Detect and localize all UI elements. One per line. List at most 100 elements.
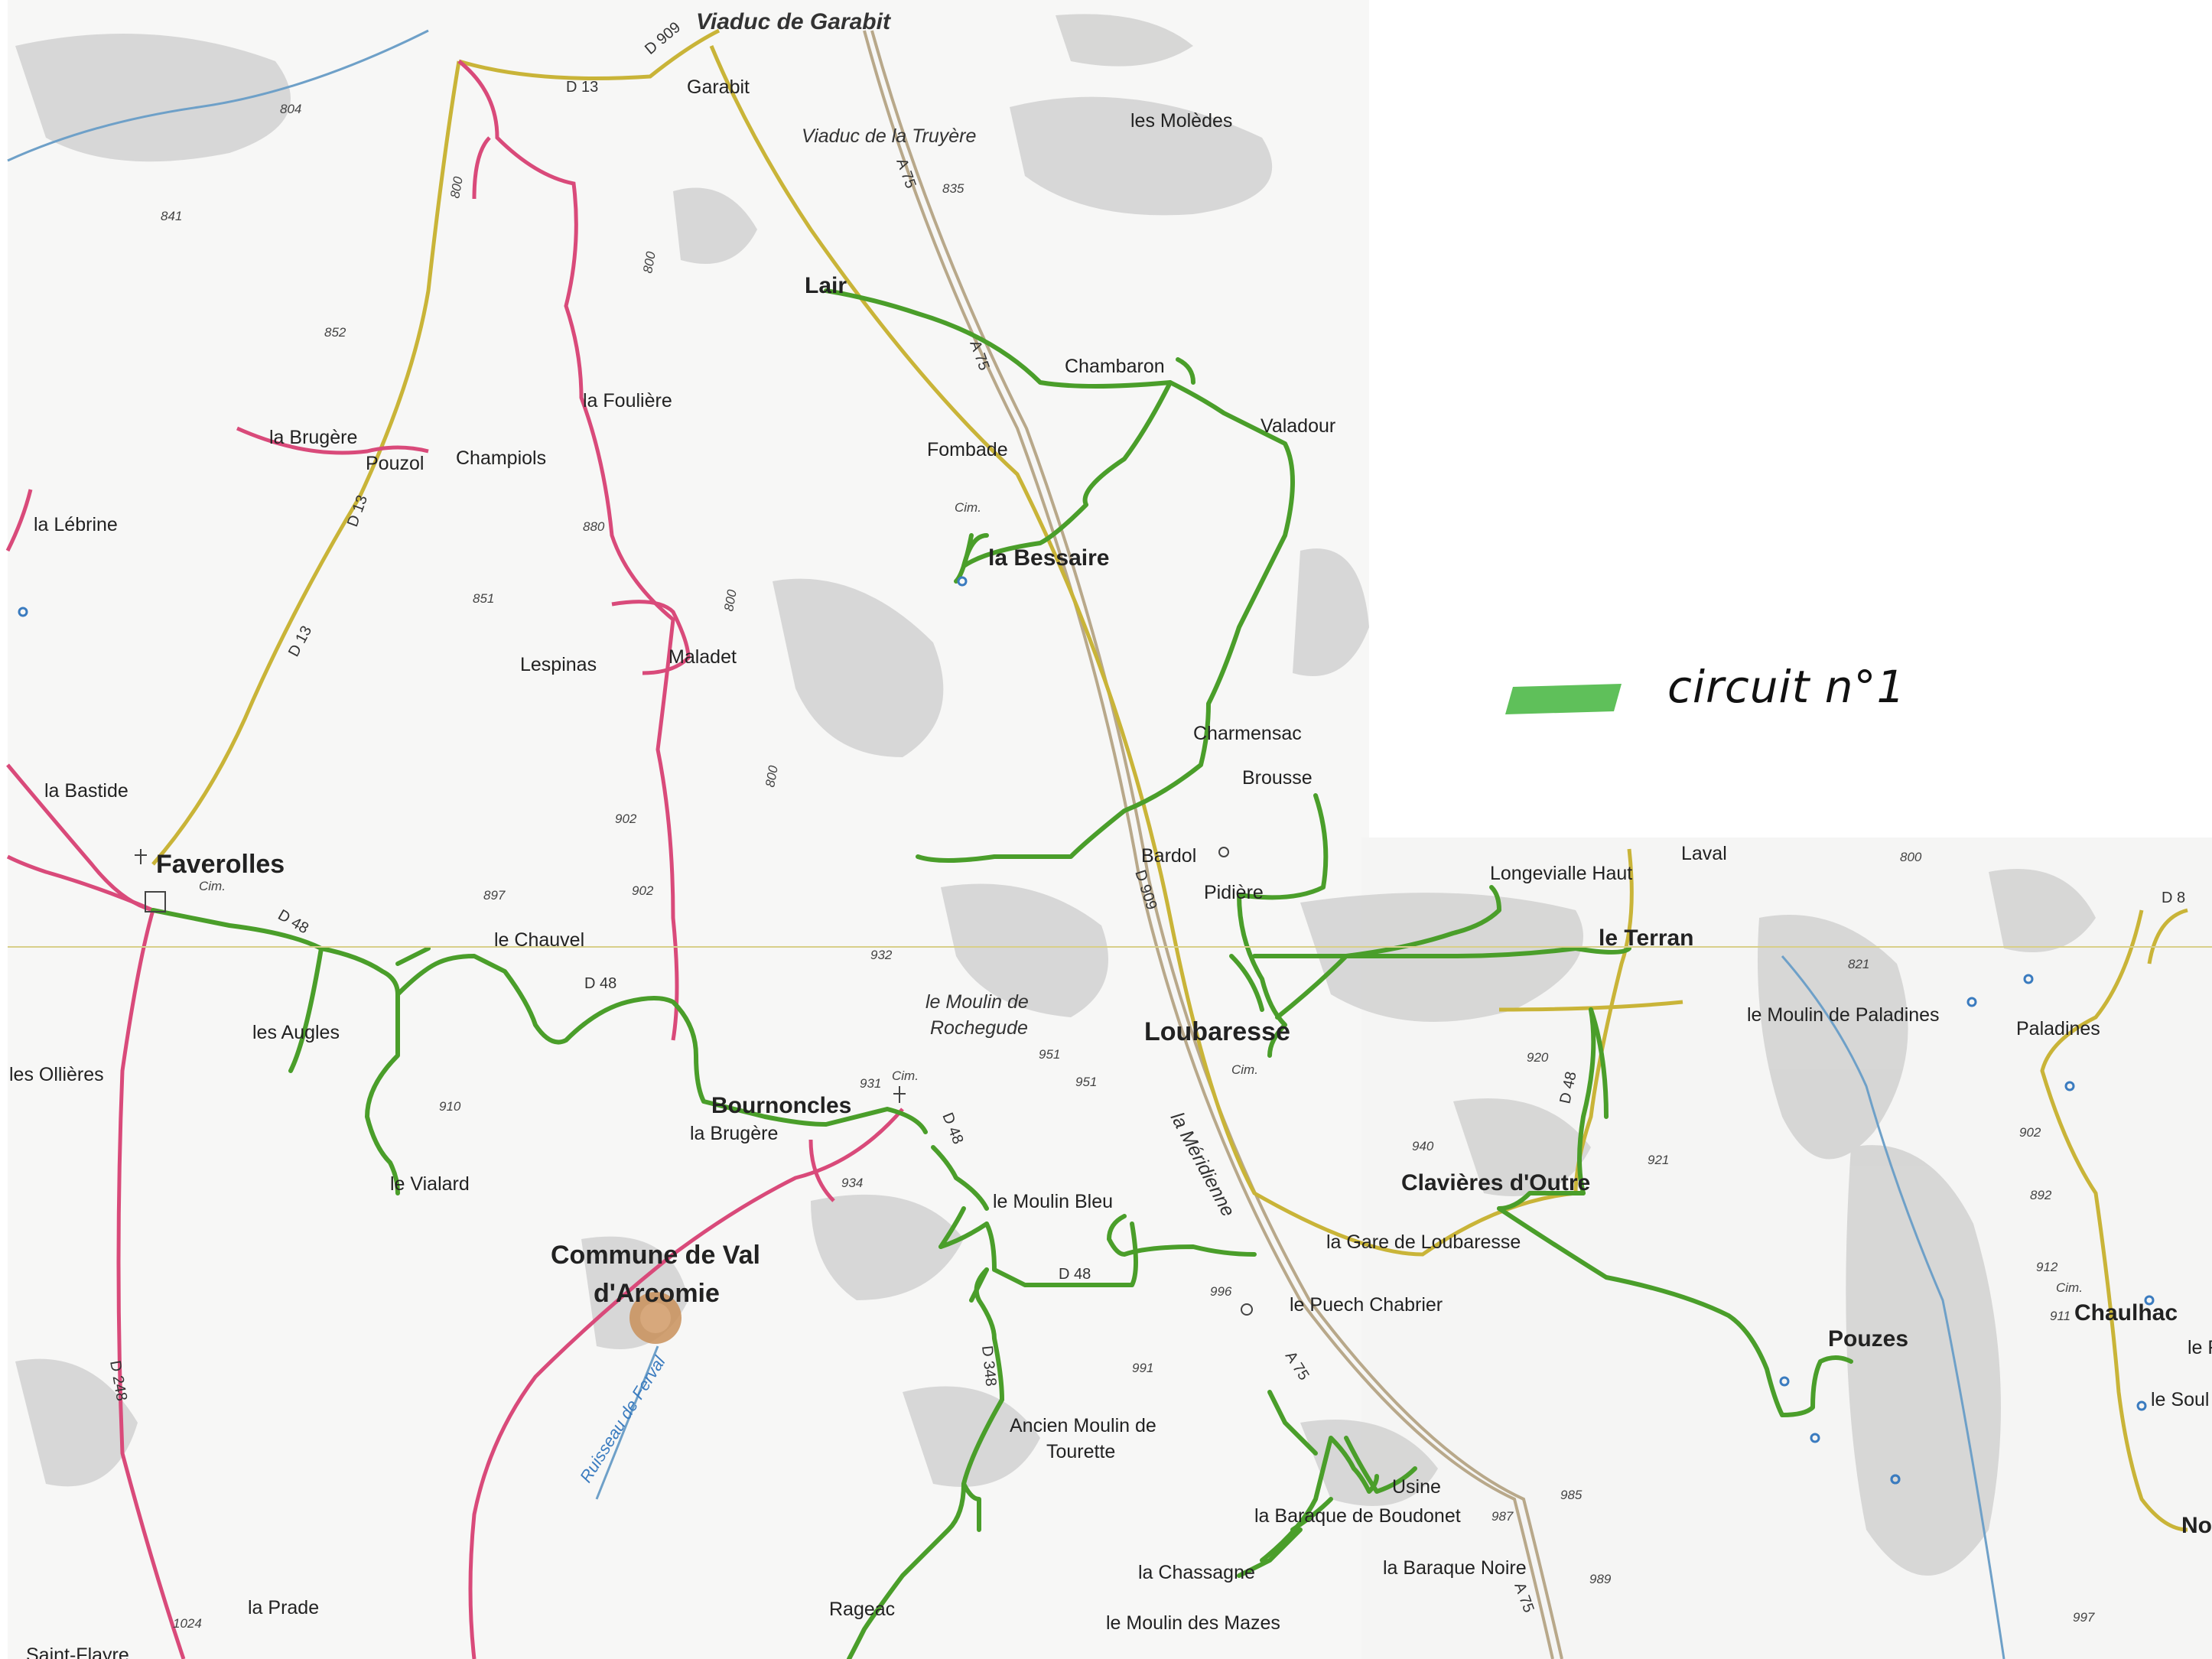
- alt-931: 931: [860, 1076, 881, 1091]
- place-le-soul: le Soul: [2151, 1389, 2209, 1410]
- place-rageac: Rageac: [829, 1599, 895, 1620]
- legend: circuit n°1: [1505, 661, 1905, 714]
- alt-800e: 800: [763, 764, 781, 789]
- place-ancien-moulin-2: Tourette: [1046, 1441, 1115, 1462]
- river-lines: [7, 29, 2005, 1659]
- monument-icon: [1218, 847, 1229, 857]
- water-points: [18, 576, 2155, 1485]
- place-cim-bournoncles: Cim.: [892, 1069, 919, 1083]
- place-le-moulin-bleu: le Moulin Bleu: [993, 1191, 1113, 1212]
- alt-920: 920: [1527, 1050, 1549, 1065]
- place-pidiere: Pidière: [1204, 882, 1264, 903]
- place-le-puech-chabrier: le Puech Chabrier: [1290, 1294, 1443, 1316]
- place-moulin-mazes: le Moulin des Mazes: [1106, 1612, 1280, 1634]
- place-maladet: Maladet: [668, 646, 737, 668]
- place-bardol: Bardol: [1141, 845, 1196, 867]
- place-baraque-noire: la Baraque Noire: [1383, 1557, 1527, 1579]
- place-viaduc-truyere: Viaduc de la Truyère: [802, 125, 976, 147]
- map-symbols: [135, 847, 1253, 1316]
- place-cim-loubaresse: Cim.: [1231, 1062, 1258, 1077]
- place-paladines: Paladines: [2016, 1018, 2100, 1039]
- road-d48-m: D 48: [584, 975, 616, 992]
- secondary-roads: [151, 28, 2188, 1532]
- alt-996: 996: [1210, 1284, 1232, 1299]
- place-cim-faverolles: Cim.: [199, 879, 226, 893]
- altitude-labels: 804 841 852 851 880 835 902 902 897 932 …: [161, 102, 2095, 1631]
- place-viaduc-garabit: Viaduc de Garabit: [696, 9, 892, 34]
- alt-841: 841: [161, 209, 182, 223]
- alt-852: 852: [324, 325, 346, 340]
- road-d48-r: D 48: [1059, 1266, 1091, 1283]
- place-usine: Usine: [1392, 1476, 1441, 1498]
- place-la-prade: la Prade: [248, 1597, 319, 1618]
- place-champiols: Champiols: [456, 447, 546, 469]
- place-le-terran: le Terran: [1599, 925, 1694, 951]
- alt-800b: 800: [640, 250, 659, 275]
- place-la-bessaire: la Bessaire: [988, 545, 1109, 571]
- road-d8: D 8: [2162, 890, 2185, 906]
- place-garabit: Garabit: [687, 76, 750, 98]
- alt-940: 940: [1412, 1139, 1434, 1153]
- alt-897: 897: [483, 888, 506, 903]
- place-les-moledes: les Molèdes: [1130, 110, 1232, 132]
- place-moulin-rochegude-2: Rochegude: [930, 1017, 1028, 1039]
- place-moulin-rochegude-1: le Moulin de: [925, 991, 1029, 1013]
- alt-991: 991: [1132, 1361, 1153, 1375]
- departmental-roads: [5, 60, 904, 1659]
- place-fombade: Fombade: [927, 439, 1008, 460]
- place-les-augles: les Augles: [252, 1022, 340, 1043]
- place-bournoncles: Bournoncles: [711, 1093, 851, 1118]
- place-charmensac: Charmensac: [1193, 723, 1302, 744]
- alt-911: 911: [2050, 1309, 2070, 1323]
- alt-902c: 902: [2019, 1125, 2041, 1140]
- alt-851: 851: [473, 591, 494, 606]
- alt-800a: 800: [447, 175, 466, 200]
- alt-800c: 800: [721, 588, 740, 613]
- alt-892: 892: [2030, 1188, 2052, 1202]
- alt-951b: 951: [1075, 1075, 1097, 1089]
- place-la-chassagne: la Chassagne: [1138, 1562, 1255, 1583]
- place-la-bastide: la Bastide: [44, 780, 128, 802]
- alt-800d: 800: [1900, 850, 1922, 864]
- place-la-fouliere: la Foulière: [583, 390, 672, 411]
- place-pouzol: Pouzol: [366, 453, 424, 474]
- place-chambaron: Chambaron: [1065, 356, 1165, 377]
- place-clavieres-doutre: Clavières d'Outre: [1401, 1170, 1590, 1195]
- place-loubaresse: Loubaresse: [1144, 1017, 1290, 1046]
- place-saint-flayre: Saint-Flayre: [26, 1644, 129, 1659]
- legend-swatch: [1505, 684, 1622, 714]
- place-valadour: Valadour: [1261, 415, 1335, 437]
- place-lair: Lair: [805, 273, 847, 298]
- road-d13-n: D 13: [566, 79, 598, 96]
- faverolles-building-icon: [145, 891, 166, 912]
- church-icon: [893, 1086, 906, 1103]
- place-la-lebrine: la Lébrine: [34, 514, 118, 535]
- circuit-route: [151, 288, 1853, 1659]
- alt-910: 910: [439, 1099, 461, 1114]
- alt-932: 932: [870, 948, 893, 962]
- place-baraque-boudonet: la Baraque de Boudonet: [1254, 1505, 1461, 1527]
- alt-997: 997: [2073, 1610, 2095, 1625]
- circuit-spurs: [1176, 357, 1195, 385]
- alt-835: 835: [942, 181, 964, 196]
- origin-marker: [629, 1292, 681, 1344]
- church-icon: [135, 849, 147, 864]
- place-commune-2: d'Arcomie: [594, 1279, 720, 1308]
- alt-985: 985: [1560, 1488, 1583, 1502]
- alt-902b: 902: [632, 883, 654, 898]
- place-moulin-paladines: le Moulin de Paladines: [1747, 1004, 1940, 1026]
- place-cim-chaulhac: Cim.: [2056, 1280, 2083, 1295]
- alt-880: 880: [583, 519, 605, 534]
- alt-902a: 902: [615, 812, 637, 826]
- alt-912: 912: [2036, 1260, 2058, 1274]
- alt-804: 804: [280, 102, 301, 116]
- place-laval: Laval: [1681, 843, 1727, 864]
- alt-934: 934: [841, 1176, 863, 1190]
- place-ancien-moulin-1: Ancien Moulin de: [1010, 1415, 1156, 1436]
- place-longevialle-haut: Longevialle Haut: [1490, 863, 1632, 884]
- alt-921: 921: [1648, 1153, 1669, 1167]
- place-commune-1: Commune de Val: [551, 1241, 760, 1270]
- place-lespinas: Lespinas: [520, 654, 597, 675]
- legend-label: circuit n°1: [1667, 661, 1905, 713]
